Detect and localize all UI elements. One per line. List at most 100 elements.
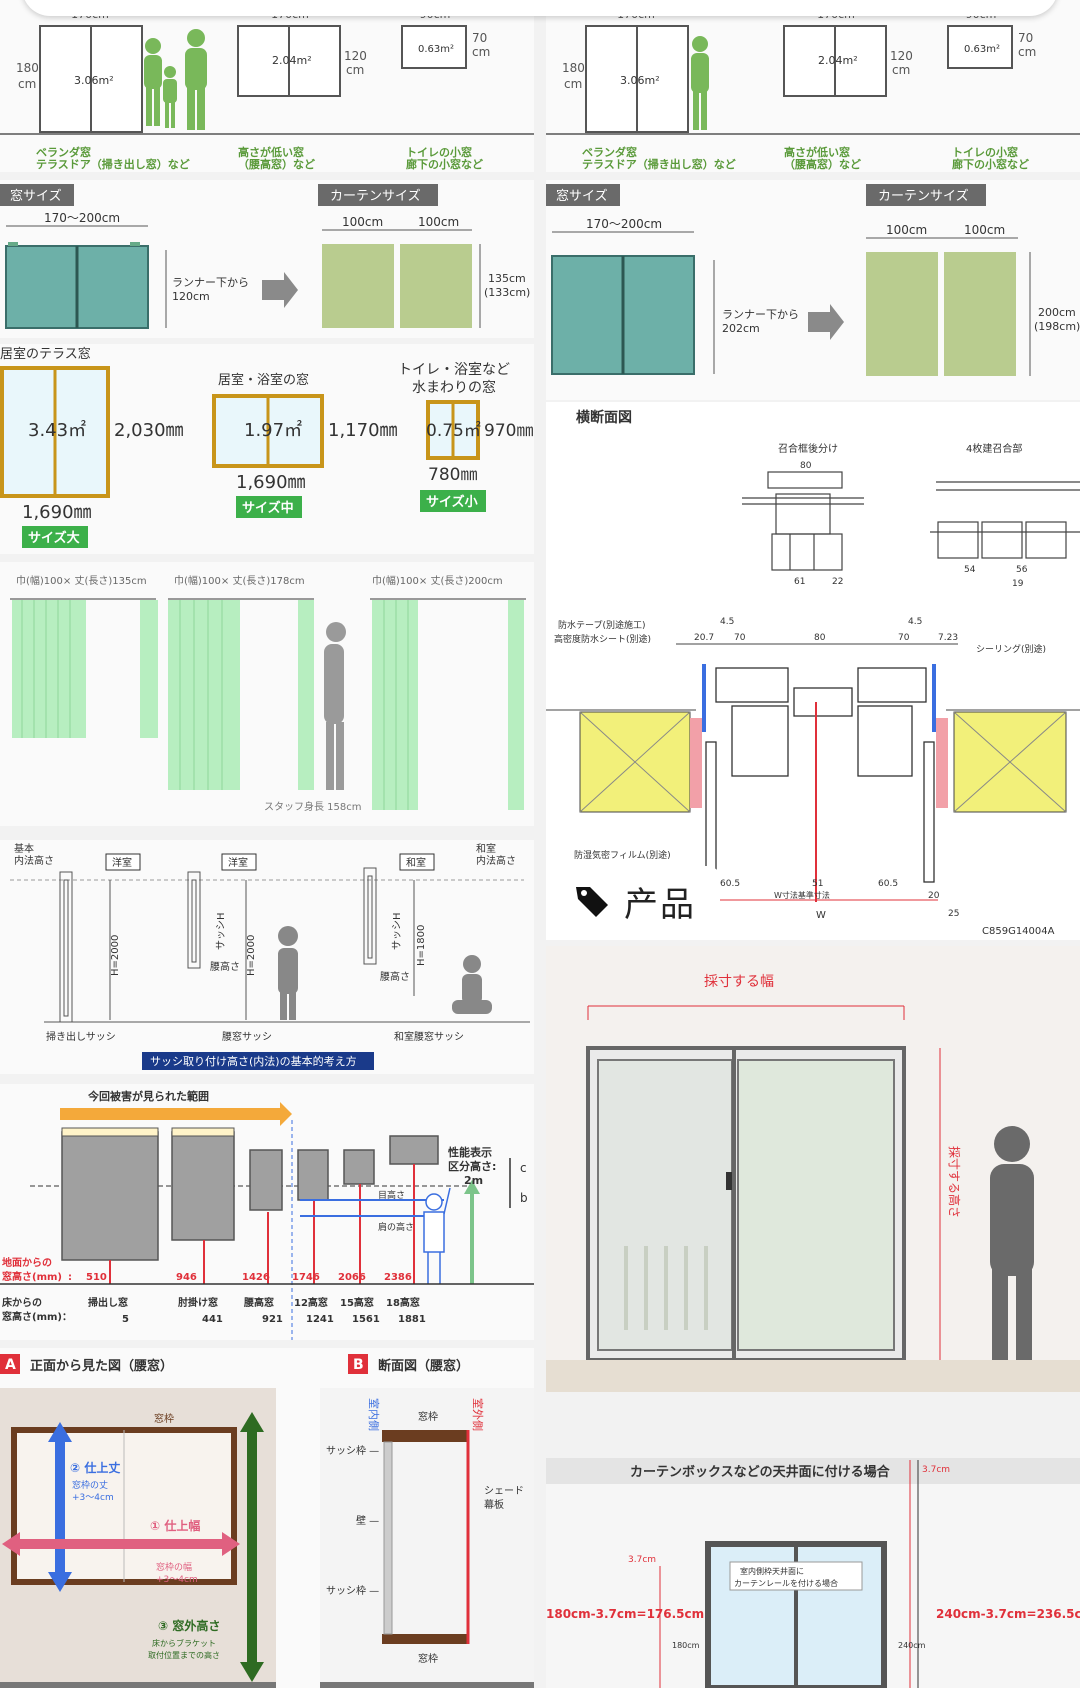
area-label: 0.63m² bbox=[964, 44, 1000, 55]
search-bar[interactable] bbox=[22, 0, 1058, 16]
svg-text:61: 61 bbox=[794, 577, 805, 587]
svg-text:22: 22 bbox=[832, 577, 843, 587]
image-result-sash-heights[interactable]: 基本 内法高さ 洋室 洋室 和室 和室 内法高さ H=2000 サッシH H=2… bbox=[0, 840, 534, 1074]
image-result-window-categories[interactable]: 居室のテラス窓 3.43㎡ 2,030㎜ 1,690㎜ サイズ大 居室・浴室の窓… bbox=[0, 344, 534, 554]
w-basis-label: W寸法基準寸法 bbox=[774, 890, 830, 900]
large-width: 1,690㎜ bbox=[22, 502, 92, 523]
image-result-curtain-size-right[interactable]: 窓サイズ カーテンサイズ 170〜200cm ランナー下から 202cm 100… bbox=[546, 180, 1080, 400]
right-calc: 240cm-3.7cm=236.5cm bbox=[936, 1607, 1080, 1621]
image-result-window-sizes-right[interactable]: 170cm 170cm 90cm 180 cm 3.06m² 2.04m² 12… bbox=[546, 0, 1080, 172]
small-height: 970㎜ bbox=[484, 421, 533, 441]
mid-height: 1,170㎜ bbox=[328, 420, 398, 441]
svg-text:水まわりの窓: 水まわりの窓 bbox=[412, 379, 496, 396]
mid-window-title: 居室・浴室の窓 bbox=[218, 372, 309, 388]
ground-height: 1746 bbox=[292, 1272, 320, 1283]
svg-text:cm: cm bbox=[892, 63, 910, 77]
svg-text:室外側: 室外側 bbox=[471, 1398, 485, 1431]
svg-text:202cm: 202cm bbox=[722, 322, 760, 335]
floor-height: 1561 bbox=[352, 1314, 380, 1325]
image-result-measure-diagram[interactable]: A 正面から見た図（腰窓） B 断面図（腰窓） 窓枠 ② 仕上丈 窓枠の丈 +3… bbox=[0, 1348, 534, 1688]
svg-text:腰高さ: 腰高さ bbox=[380, 970, 410, 983]
measure-height-label: 採寸する高さ bbox=[947, 1146, 962, 1218]
svg-text:70: 70 bbox=[472, 31, 487, 45]
svg-text:窓高さ(mm)：: 窓高さ(mm)： bbox=[2, 1310, 72, 1323]
b-title: 断面図（腰窓） bbox=[378, 1358, 469, 1374]
svg-text:70: 70 bbox=[1018, 31, 1033, 45]
a-title: 正面から見た図（腰窓） bbox=[30, 1358, 173, 1374]
cross-section-title: 横断面図 bbox=[576, 409, 632, 426]
svg-text:135cm: 135cm bbox=[488, 272, 526, 285]
room-tag: 洋室 bbox=[112, 856, 132, 869]
left-calc: 180cm-3.7cm=176.5cm bbox=[546, 1607, 704, 1621]
svg-text:高さが低い窓: 高さが低い窓 bbox=[784, 145, 850, 159]
staff-silhouette-icon bbox=[324, 622, 346, 790]
sub-title: 4枚建召合部 bbox=[966, 442, 1022, 455]
panel-width-label: 100cm bbox=[964, 223, 1005, 237]
svg-text:内法高さ: 内法高さ bbox=[476, 854, 516, 867]
svg-text:cm: cm bbox=[472, 45, 490, 59]
box-header: カーテンボックスなどの天井面に付ける場合 bbox=[630, 1464, 891, 1480]
svg-text:サッシ枠 —: サッシ枠 — bbox=[326, 1444, 379, 1457]
svg-text:+3〜4cm: +3〜4cm bbox=[72, 1493, 114, 1503]
curtain-size-tag: カーテンサイズ bbox=[330, 188, 421, 204]
sash-caption: 和室腰窓サッシ bbox=[394, 1030, 464, 1043]
area-label: 2.04m² bbox=[272, 54, 312, 67]
svg-text:窓枠の丈: 窓枠の丈 bbox=[72, 1479, 108, 1491]
svg-text:壁 —: 壁 — bbox=[356, 1514, 379, 1527]
room-tag: 洋室 bbox=[228, 856, 248, 869]
svg-text:cm: cm bbox=[564, 77, 582, 91]
large-area: 3.43㎡ bbox=[28, 419, 86, 441]
image-result-curtain-box[interactable]: カーテンボックスなどの天井面に付ける場合 3.7cm 3.7cm 室内側枠天井面… bbox=[546, 1458, 1080, 1688]
family-figure-icon bbox=[144, 29, 207, 130]
image-result-window-sizes-left[interactable]: 170cm 170cm 90cm 180 cm 3.06m² 2.04m² 12… bbox=[0, 0, 534, 172]
floor-label: ③ 窓外高さ bbox=[158, 1618, 220, 1633]
svg-text:2m: 2m bbox=[464, 1174, 483, 1187]
image-result-curtain-lengths[interactable]: 巾(幅)100× 丈(長さ)135cm 巾(幅)100× 丈(長さ)178cm … bbox=[0, 562, 534, 826]
image-result-curtain-size-left[interactable]: 窓サイズ カーテンサイズ 170〜200cm ランナー下から 120cm 100… bbox=[0, 180, 534, 338]
svg-text:4.5: 4.5 bbox=[720, 617, 734, 627]
svg-text::: : bbox=[68, 1272, 72, 1283]
curtain-size-tag: カーテンサイズ bbox=[878, 188, 969, 204]
w-label: W bbox=[816, 910, 826, 921]
area-label: 3.06m² bbox=[74, 74, 114, 87]
svg-text:（腰高窓）など: （腰高窓）など bbox=[784, 157, 861, 171]
svg-text:窓高さ(mm): 窓高さ(mm) bbox=[2, 1270, 62, 1283]
svg-text:室内側: 室内側 bbox=[367, 1398, 381, 1431]
image-result-sliding-door[interactable]: 採寸する幅 採寸する高さ bbox=[546, 946, 1080, 1392]
svg-text:ランナー下から: ランナー下から bbox=[172, 276, 249, 289]
svg-text:床からの: 床からの bbox=[2, 1296, 42, 1309]
tape-label: 高密度防水シート(別途) bbox=[554, 633, 651, 645]
svg-text:80: 80 bbox=[800, 461, 812, 471]
svg-text:70: 70 bbox=[734, 633, 746, 643]
window-size-tag: 窓サイズ bbox=[556, 188, 608, 204]
image-result-cross-section[interactable]: 横断面図 召合框後分け 4枚建召合部 80 61 22 54 56 19 防水テ… bbox=[546, 402, 1080, 940]
curtain-label: 巾(幅)100× 丈(長さ)135cm bbox=[16, 574, 147, 587]
svg-text:H=2000: H=2000 bbox=[110, 935, 121, 976]
mid-width: 1,690㎜ bbox=[236, 472, 306, 493]
area-label: 0.63m² bbox=[418, 44, 454, 55]
window-type: 15高窓 bbox=[340, 1296, 374, 1309]
svg-text:60.5: 60.5 bbox=[720, 879, 740, 889]
floor-height: 5 bbox=[122, 1314, 129, 1325]
height-label: ② 仕上丈 bbox=[70, 1460, 120, 1475]
svg-text:cm: cm bbox=[18, 77, 36, 91]
svg-text:区分高さ:: 区分高さ: bbox=[448, 1159, 496, 1173]
svg-text:シェード: シェード bbox=[484, 1486, 524, 1497]
window-type: 肘掛け窓 bbox=[178, 1296, 218, 1309]
tape-label: 防水テープ(別途施工) bbox=[558, 619, 645, 631]
product-chip[interactable]: 产品 bbox=[556, 866, 720, 936]
svg-text:廊下の小窓など: 廊下の小窓など bbox=[952, 157, 1029, 171]
svg-text:（腰高窓）など: （腰高窓）など bbox=[238, 157, 315, 171]
svg-text:トイレ・浴室など: トイレ・浴室など bbox=[398, 361, 510, 378]
svg-text:51: 51 bbox=[812, 879, 823, 889]
image-result-window-height-chart[interactable]: 今回被害が見られた範囲 目高さ 肩の高さ bbox=[0, 1084, 534, 1340]
svg-text:目高さ: 目高さ bbox=[378, 1189, 405, 1201]
axis-c: c bbox=[520, 1161, 527, 1175]
large-height: 2,030㎜ bbox=[114, 420, 184, 441]
svg-text:トイレの小窓: トイレの小窓 bbox=[406, 145, 472, 159]
product-chip-label: 产品 bbox=[624, 884, 696, 925]
staff-height-label: スタッフ身長 158cm bbox=[264, 800, 362, 813]
area-label: 3.06m² bbox=[620, 74, 660, 87]
floor-height: 921 bbox=[262, 1314, 283, 1325]
